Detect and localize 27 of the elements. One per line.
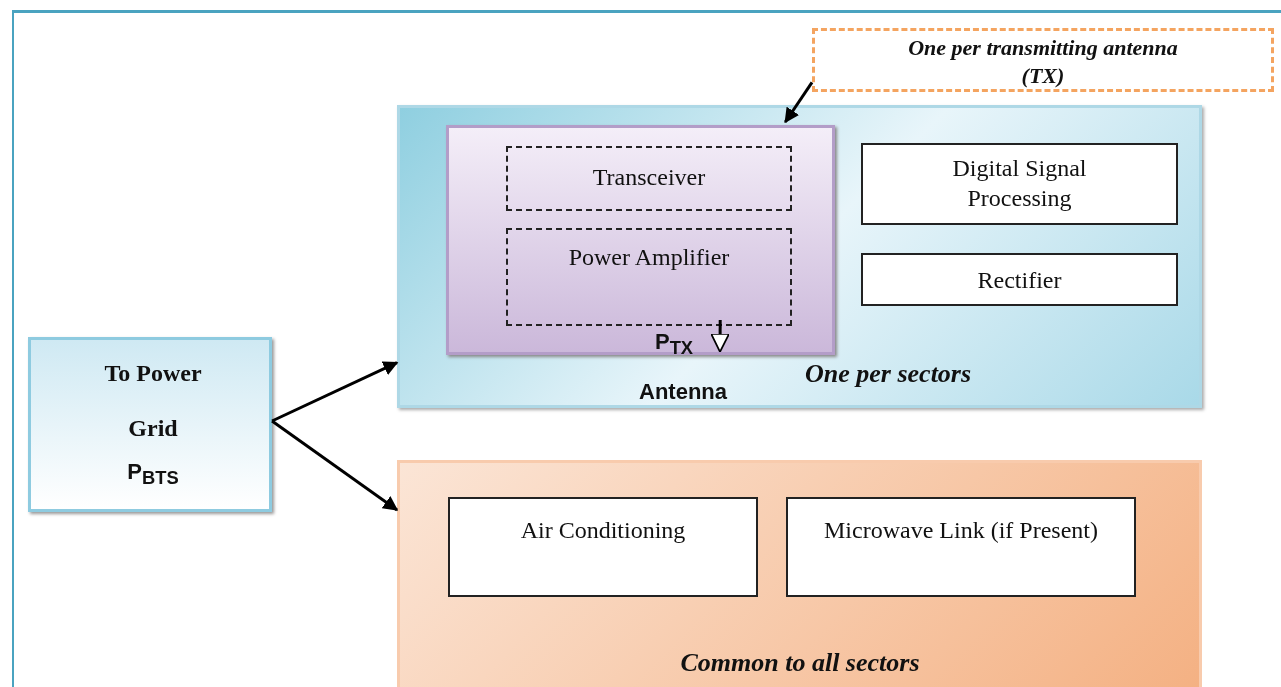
box-title: To Power Grid [103,359,203,444]
process-box [861,253,1178,306]
process-box [448,497,758,597]
arrow [784,81,814,124]
common-panel [397,460,1202,687]
note-box [812,28,1274,92]
process-box [861,143,1178,225]
note-text: One per transmitting antenna (TX) [907,34,1179,89]
power-label: P$_{TX}$ [653,328,695,361]
antenna-label: Antenna [639,378,728,406]
process-box [506,146,792,211]
box-label: Rectifier [976,266,1063,295]
panel-caption: One per sectors [805,358,973,390]
box-label: Power Amplifier [567,243,731,272]
arrow [271,419,399,512]
power-label: P$_{BTS}$ [126,458,180,491]
process-box [506,228,792,326]
box-label: Transceiver [591,163,707,192]
box-label: Air Conditioning [519,516,687,545]
box-label: Digital Signal Processing [951,154,1088,213]
panel-caption: Common to all sectors [679,647,921,679]
sector-panel [397,105,1202,408]
arrow [271,361,399,423]
process-box [786,497,1136,597]
source-box [28,337,272,512]
block-arrow [710,320,730,353]
box-label: Microwave Link (if Present) [823,516,1099,545]
